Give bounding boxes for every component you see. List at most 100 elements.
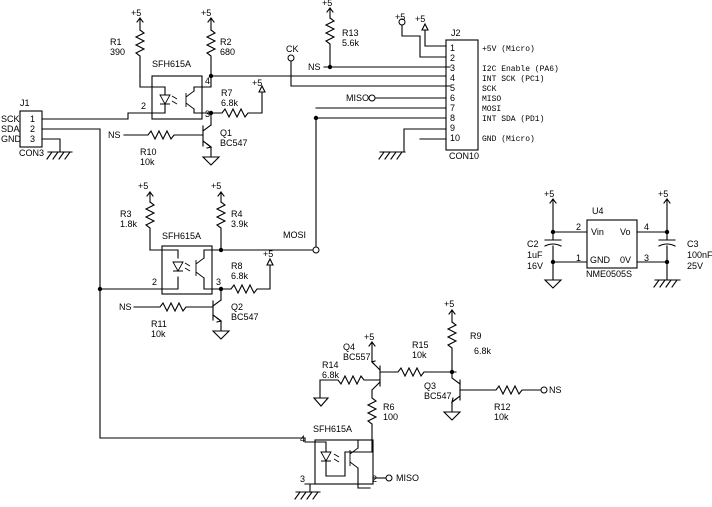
resistor-r4	[215, 201, 227, 251]
opto3-part: SFH615A	[313, 424, 352, 434]
resistor-r8	[220, 264, 271, 295]
resistor-r11	[133, 301, 214, 313]
wire-u4-vo	[636, 198, 668, 233]
r2-ref: R2	[220, 37, 232, 47]
ground-symbol-j2	[378, 151, 406, 160]
svg-text:6: 6	[450, 93, 455, 103]
svg-text:7: 7	[450, 103, 455, 113]
r1-ref: R1	[110, 37, 122, 47]
svg-text:MOSI: MOSI	[482, 105, 501, 114]
svg-text:+5: +5	[252, 78, 262, 88]
svg-text:GND (Micro): GND (Micro)	[482, 135, 535, 144]
ground-symbol-opto3	[294, 491, 321, 500]
svg-text:4: 4	[644, 222, 649, 232]
q2-value: BC547	[231, 312, 259, 322]
resistor-r10	[123, 129, 204, 141]
r10-value: 10k	[140, 157, 155, 167]
resistor-r13	[324, 17, 336, 67]
ns-label-r11: NS	[119, 302, 132, 312]
r15-value: 10k	[412, 350, 427, 360]
resistor-r1	[134, 29, 146, 77]
r4-ref: R4	[231, 209, 243, 219]
r8-value: 6.8k	[231, 271, 249, 281]
svg-text:3: 3	[450, 63, 455, 73]
r12-ref: R12	[494, 402, 511, 412]
r3-ref: R3	[120, 209, 132, 219]
svg-text:2: 2	[141, 101, 146, 111]
opto1-part: SFH615A	[152, 59, 191, 69]
supply-arrow-r7	[258, 84, 266, 93]
ns-label-r10: NS	[108, 130, 121, 140]
wire-j2-pin1	[424, 29, 447, 47]
r11-value: 10k	[151, 329, 166, 339]
transistor-q1: Q1 BC547	[202, 110, 248, 158]
supply-r2: +5	[201, 8, 215, 31]
svg-text:4: 4	[300, 434, 305, 444]
svg-text:GND: GND	[590, 255, 611, 265]
j1-signal-sck: SCK	[1, 114, 20, 124]
wire-j2-pin2	[401, 21, 447, 58]
wire-j1-gnd	[41, 138, 61, 153]
capacitor-c2	[544, 231, 562, 281]
svg-text:3: 3	[205, 109, 210, 119]
r13-ref: R13	[342, 28, 359, 38]
transistor-q4: +5 Q4 BC557	[343, 332, 381, 391]
svg-text:+5: +5	[211, 181, 221, 191]
svg-text:+5: +5	[395, 12, 405, 22]
svg-text:+5V (Micro): +5V (Micro)	[482, 45, 535, 54]
mosi-label: MOSI	[283, 230, 306, 240]
ground-q1	[201, 156, 221, 166]
transistor-q2: Q2 BC547	[212, 286, 259, 332]
c3-ref: C3	[687, 239, 699, 249]
svg-text:I2C Enable (PA6): I2C Enable (PA6)	[482, 65, 559, 74]
connector-j2: J2 CON10 1 2 3 4 5 6 7 8 9 10 +5V (Micro…	[445, 28, 559, 161]
j1-pin-3: 3	[30, 134, 35, 144]
r6-ref: R6	[383, 402, 395, 412]
svg-text:2: 2	[152, 277, 157, 287]
svg-text:8: 8	[450, 113, 455, 123]
svg-text:+5: +5	[131, 8, 141, 18]
c2-value: 1uF	[527, 250, 543, 260]
ground-q3	[442, 411, 462, 421]
j1-pin-2: 2	[30, 124, 35, 134]
transistor-q3: Q3 BC547	[424, 371, 461, 413]
r9-value: 6.8k	[474, 346, 492, 356]
resistor-r6	[344, 389, 378, 453]
svg-text:+5: +5	[201, 8, 211, 18]
svg-text:3: 3	[216, 277, 221, 287]
q3-value: BC547	[424, 391, 452, 401]
r4-value: 3.9k	[231, 219, 249, 229]
resistor-r3	[144, 201, 156, 251]
r13-value: 5.6k	[342, 38, 360, 48]
resistor-r7	[210, 91, 263, 119]
r14-ref: R14	[322, 360, 339, 370]
q4-ref: Q4	[343, 342, 355, 352]
ns-label-r13: NS	[308, 62, 321, 72]
j1-ref: J1	[20, 98, 30, 108]
q2-ref: Q2	[231, 302, 243, 312]
svg-text:INT SDA (PD1): INT SDA (PD1)	[482, 115, 544, 124]
r7-value: 6.8k	[221, 98, 239, 108]
r15-ref: R15	[412, 340, 429, 350]
optocoupler-3: SFH615A 4 3 2	[300, 424, 377, 489]
svg-text:1: 1	[576, 253, 581, 263]
svg-text:0V: 0V	[620, 255, 631, 265]
ck-label: CK	[286, 44, 299, 54]
j1-signal-sda: SDA	[1, 124, 20, 134]
ground-q2	[211, 330, 231, 340]
q3-ref: Q3	[424, 381, 436, 391]
r9-ref: R9	[470, 331, 482, 341]
c2-voltage: 16V	[527, 261, 543, 271]
svg-text:Vo: Vo	[620, 227, 631, 237]
svg-text:SCK: SCK	[482, 85, 497, 94]
dc-dc-converter-u4: U4 Vin Vo GND 0V NME0505S 2 1 4 3	[576, 206, 649, 279]
j2-value: CON10	[449, 151, 479, 161]
svg-text:2: 2	[372, 474, 377, 484]
q1-value: BC547	[220, 138, 248, 148]
connector-j1: J1 CON3 1 2 3 SCK SDA GND	[1, 98, 44, 158]
svg-text:+5: +5	[263, 249, 273, 259]
miso-label-top: MISO	[346, 93, 369, 103]
optocoupler-2: SFH615A 2 3	[149, 231, 222, 295]
ground-symbol-j1	[46, 151, 73, 160]
